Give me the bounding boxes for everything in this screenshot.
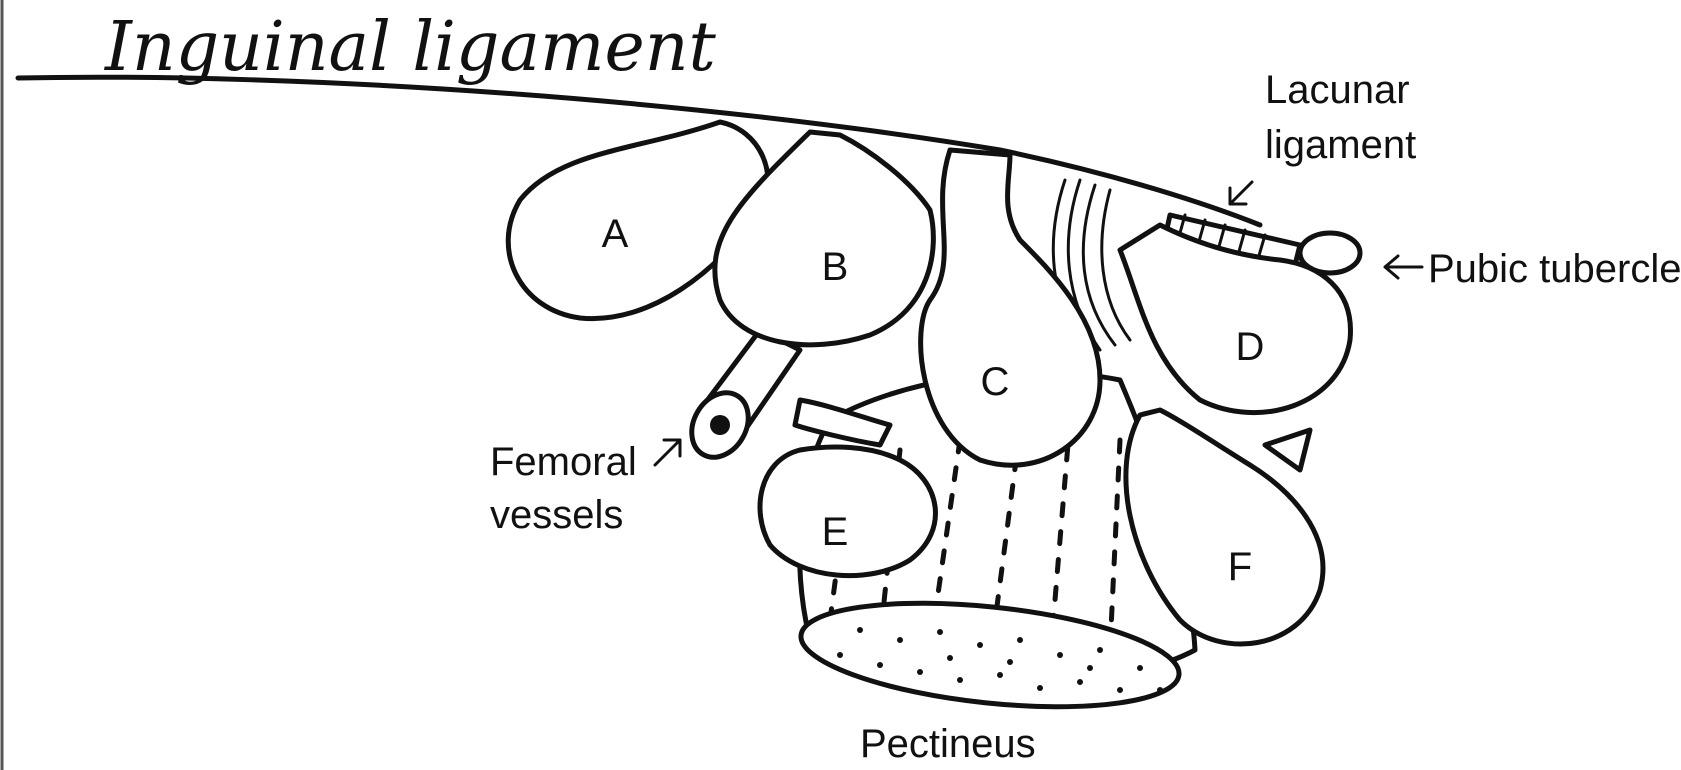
femoral-label-line2: vessels bbox=[490, 493, 623, 537]
inguinal-ligament-label: Inguinal ligament bbox=[103, 8, 717, 87]
lacunar-label-line1: Lacunar bbox=[1265, 68, 1410, 112]
sac-c-label: C bbox=[981, 360, 1010, 404]
pubic-arrow-icon bbox=[1385, 256, 1422, 278]
sac-a-label: A bbox=[602, 212, 629, 256]
lacunar-label-line2: ligament bbox=[1265, 123, 1416, 167]
femoral-arrow-icon bbox=[655, 440, 680, 465]
sac-f-label: F bbox=[1228, 545, 1252, 589]
sac-e-label: E bbox=[822, 510, 849, 554]
sac-b-label: B bbox=[822, 245, 849, 289]
lacunar-arrow-icon bbox=[1230, 182, 1252, 204]
sac-d-label: D bbox=[1236, 325, 1265, 369]
femoral-label-line1: Femoral bbox=[490, 440, 637, 484]
pubic-tubercle-label: Pubic tubercle bbox=[1428, 247, 1681, 291]
sac-c-shape bbox=[921, 150, 1100, 465]
pectineus-label: Pectineus bbox=[860, 722, 1036, 766]
exit-arrow-shape bbox=[1265, 430, 1310, 470]
